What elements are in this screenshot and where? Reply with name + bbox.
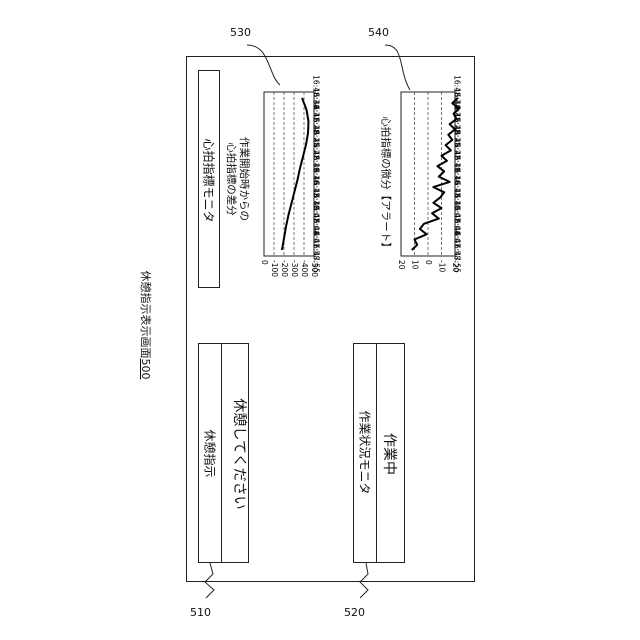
break-panel-ref: 510	[190, 606, 211, 619]
diff-chart-ref: 540	[368, 26, 389, 39]
series-line	[282, 98, 309, 250]
value-tick-label: -300	[290, 260, 299, 277]
series-line	[412, 98, 459, 250]
value-tick-label: 0	[424, 260, 433, 265]
work-panel-ref: 520	[344, 606, 365, 619]
value-tick-label: 10	[411, 260, 420, 270]
plot-frame	[264, 92, 314, 256]
hr-chart-leader-line	[247, 45, 280, 85]
value-tick-label: -10	[438, 260, 447, 272]
time-tick-label: 16:48:34	[311, 75, 320, 109]
hr-chart-ref: 530	[230, 26, 251, 39]
value-tick-label: -100	[270, 260, 279, 277]
value-tick-label: 20	[397, 260, 406, 270]
diff-chart: 20100-10-2016:47:5516:47:5816:48:0116:48…	[397, 75, 461, 273]
value-tick-label: -400	[300, 260, 309, 277]
value-tick-label: 0	[260, 260, 269, 265]
diff-chart-leader-line	[385, 45, 410, 90]
break-panel-leader-line	[205, 563, 214, 598]
work-panel-leader-line	[360, 563, 368, 598]
hr-chart: 0-100-200-300-400-50016:47:5516:47:5816:…	[260, 75, 320, 277]
value-tick-label: -200	[280, 260, 289, 277]
